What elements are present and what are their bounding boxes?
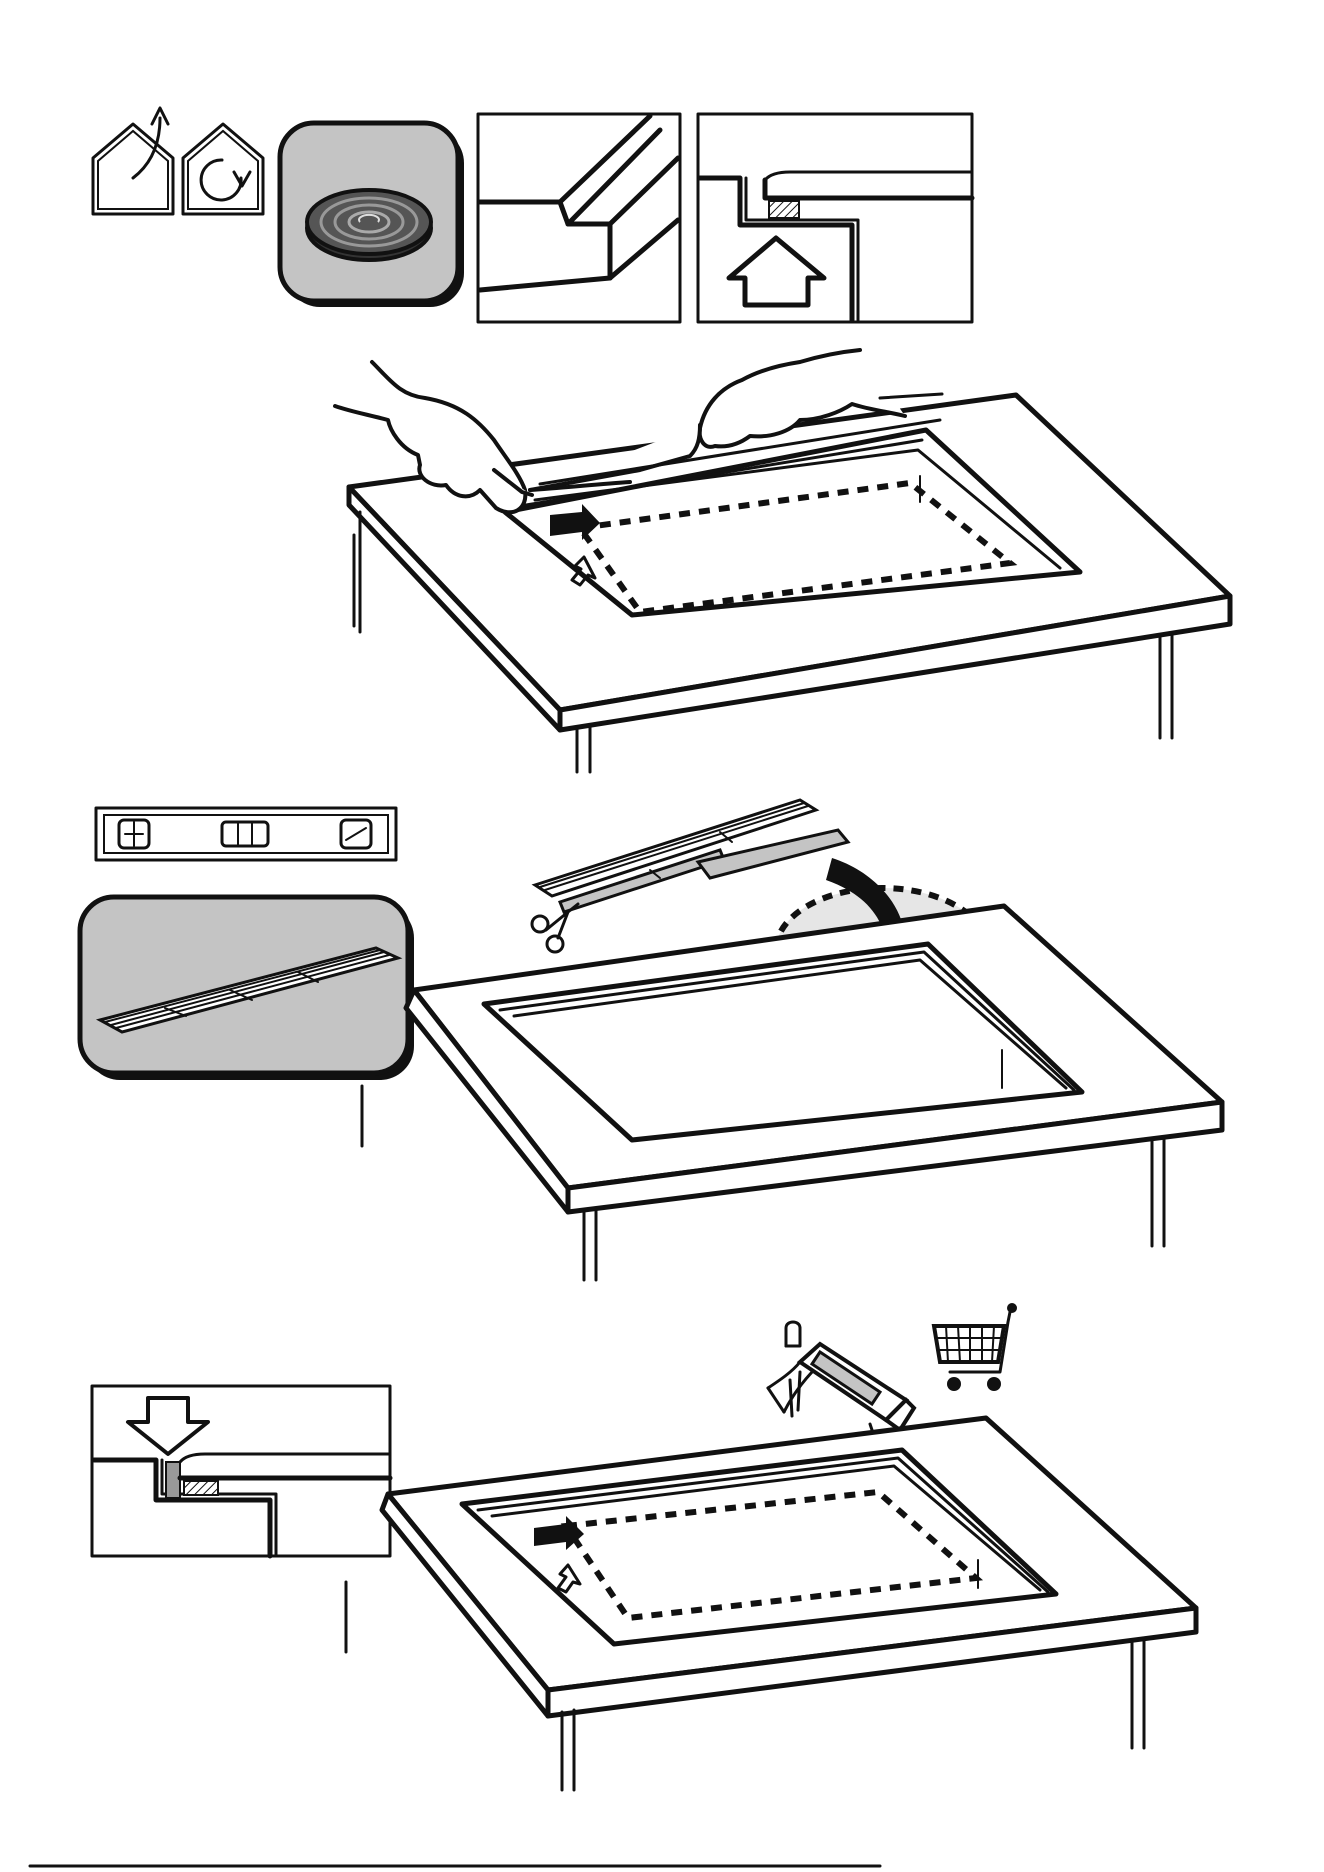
- seal-tape-roll-icon: [280, 123, 464, 307]
- scissors-icon: [532, 904, 578, 952]
- indoor-use-icon: [93, 108, 173, 214]
- rotate-icon: [183, 124, 263, 214]
- shim-strips-cut: [535, 800, 848, 912]
- shim-strips-icon: [80, 897, 414, 1080]
- seal-position-detail-icon: [698, 114, 972, 322]
- countertop-2: [362, 906, 1222, 1280]
- profile-detail-icon: [478, 114, 680, 322]
- press-down-detail-icon: [92, 1386, 390, 1556]
- shopping-cart-icon: [934, 1303, 1017, 1391]
- step-2: [80, 800, 1222, 1280]
- spirit-level-icon: [96, 808, 396, 860]
- step-3: [92, 1303, 1196, 1790]
- countertop-3: [346, 1418, 1196, 1790]
- step-1: [93, 108, 1230, 772]
